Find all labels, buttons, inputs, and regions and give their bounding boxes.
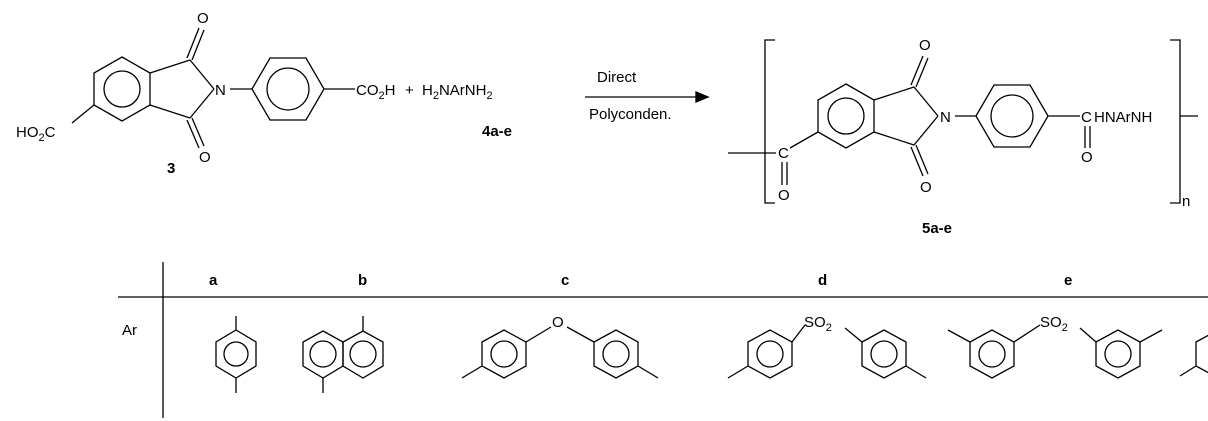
ar-table: Ar a b c d e O bbox=[118, 262, 1208, 418]
column-b-header: b bbox=[358, 272, 367, 289]
ar-row-label: Ar bbox=[122, 322, 137, 339]
diamine-label: 4a-e bbox=[482, 123, 512, 140]
monomer-3: O O N CO2H HO2C 3 bbox=[16, 10, 395, 177]
polymer-n: N bbox=[940, 109, 951, 126]
subscript-n: n bbox=[1182, 193, 1190, 210]
column-e-header: e bbox=[1064, 272, 1072, 289]
polymer-label: 5a-e bbox=[922, 220, 952, 237]
ar-structure-b bbox=[302, 316, 384, 393]
condition-direct: Direct bbox=[597, 69, 637, 86]
carbonyl-o-bottom: O bbox=[199, 149, 211, 166]
phenylene-ring bbox=[251, 57, 325, 121]
amide-chain: HNArNH bbox=[1094, 109, 1152, 126]
ar-structure-d: SO2 bbox=[727, 314, 927, 379]
polymer-o-bottom: O bbox=[920, 179, 932, 196]
phthalimide-benzene-ring bbox=[93, 56, 151, 122]
condition-polycondensation: Polyconden. bbox=[589, 106, 672, 123]
co2h-group: CO2H bbox=[356, 82, 395, 102]
ar-structure-e: SO2 bbox=[947, 314, 1208, 379]
column-d-header: d bbox=[818, 272, 827, 289]
polymer-o-top: O bbox=[919, 37, 931, 54]
amide-o: O bbox=[1081, 149, 1093, 166]
diamine-formula: H2NArNH2 bbox=[422, 82, 493, 102]
amide-c: C bbox=[1081, 109, 1092, 126]
column-c-header: c bbox=[561, 272, 569, 289]
ether-o: O bbox=[552, 314, 564, 331]
polymer-5: n C O O O N C O HNArNH 5a-e bbox=[728, 37, 1198, 237]
monomer-label: 3 bbox=[167, 160, 175, 177]
ho2c-group: HO2C bbox=[16, 124, 56, 144]
left-bracket bbox=[764, 39, 775, 204]
right-bracket bbox=[1170, 39, 1181, 204]
sulfonyl-d: SO2 bbox=[804, 314, 832, 334]
column-a-header: a bbox=[209, 272, 218, 289]
plus-sign: + bbox=[405, 82, 414, 99]
acyl-o: O bbox=[778, 187, 790, 204]
reaction-arrow bbox=[585, 91, 710, 103]
carbonyl-o-top: O bbox=[197, 10, 209, 27]
ar-structure-a bbox=[215, 316, 257, 393]
aromatic-circle bbox=[103, 70, 141, 108]
sulfonyl-e: SO2 bbox=[1040, 314, 1068, 334]
ar-structure-c: O bbox=[461, 314, 659, 379]
imide-n: N bbox=[215, 82, 226, 99]
acyl-c: C bbox=[778, 145, 789, 162]
